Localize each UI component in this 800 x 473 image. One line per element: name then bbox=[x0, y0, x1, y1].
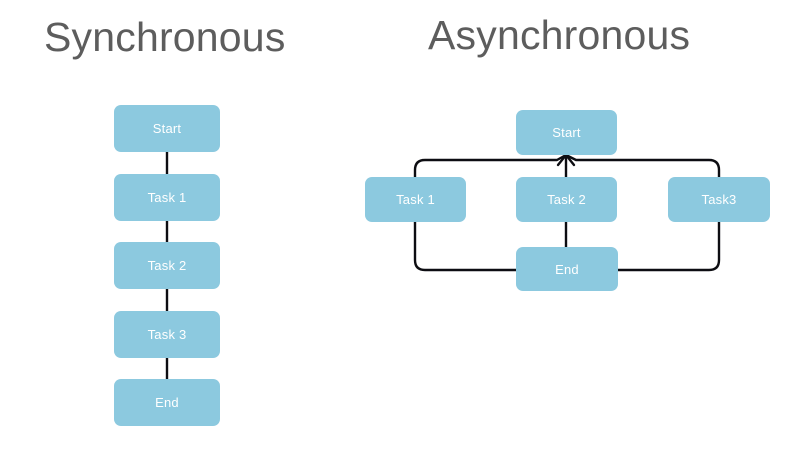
node-async-start[interactable]: Start bbox=[516, 110, 617, 155]
edge-async-task3-end bbox=[618, 222, 721, 272]
node-label: Start bbox=[152, 121, 182, 136]
node-label: Task 2 bbox=[547, 192, 586, 207]
node-sync-task-3[interactable]: Task 3 bbox=[114, 311, 220, 358]
node-async-end[interactable]: End bbox=[516, 247, 618, 291]
node-sync-start[interactable]: Start bbox=[114, 105, 220, 152]
node-label: Task3 bbox=[701, 192, 737, 207]
node-sync-task-1[interactable]: Task 1 bbox=[114, 174, 220, 221]
node-label: Task 1 bbox=[147, 190, 187, 205]
asynchronous-title: Asynchronous bbox=[428, 12, 691, 58]
edge-async-task1-start bbox=[413, 153, 567, 177]
node-label: Task 1 bbox=[396, 192, 435, 207]
node-async-task-1[interactable]: Task 1 bbox=[365, 177, 466, 222]
node-async-task-2[interactable]: Task 2 bbox=[516, 177, 617, 222]
node-sync-task-2[interactable]: Task 2 bbox=[114, 242, 220, 289]
node-async-task-3[interactable]: Task3 bbox=[668, 177, 770, 222]
synchronous-title: Synchronous bbox=[44, 14, 286, 60]
node-label: End bbox=[155, 395, 179, 410]
edge-async-task3-start bbox=[565, 153, 721, 177]
node-label: Start bbox=[552, 125, 581, 140]
node-sync-end[interactable]: End bbox=[114, 379, 220, 426]
arrowhead-into-start bbox=[556, 153, 576, 167]
node-label: End bbox=[555, 261, 579, 277]
node-label: Task 2 bbox=[147, 258, 187, 273]
edge-async-task1-end bbox=[413, 222, 516, 272]
node-label: Task 3 bbox=[147, 327, 187, 342]
